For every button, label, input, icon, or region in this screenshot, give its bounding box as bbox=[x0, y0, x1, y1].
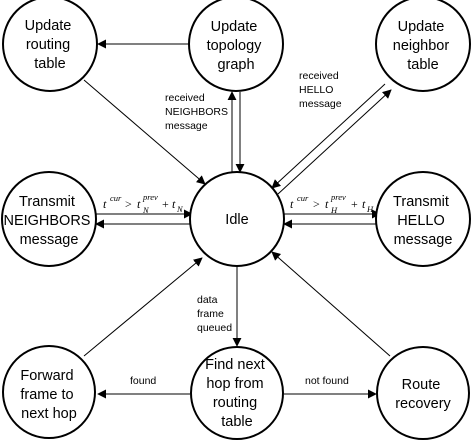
svg-text:Update topology: Update topology graph bbox=[207, 19, 266, 73]
svg-text:Transmit HELLO: Transmit HELLO message bbox=[393, 194, 453, 248]
svg-text:Forward frame to: Forward frame to next hop bbox=[20, 368, 77, 422]
edge-routing-to-idle bbox=[83, 79, 206, 185]
edge-recovery-to-idle bbox=[271, 251, 391, 357]
svg-text:+: + bbox=[351, 197, 358, 211]
svg-text:Transmit NEIGHBORS: Transmit NEIGHBORS message bbox=[3, 194, 94, 248]
svg-text:H: H bbox=[330, 205, 338, 215]
svg-text:>: > bbox=[125, 197, 132, 211]
svg-text:t: t bbox=[172, 197, 176, 211]
hello-timer-condition: t cur > t prev H + t H bbox=[290, 192, 374, 215]
svg-text:prev: prev bbox=[142, 192, 158, 202]
svg-text:Route recovery: Route recovery bbox=[395, 377, 451, 412]
edge-neighbor-to-idle bbox=[271, 83, 386, 189]
svg-text:+: + bbox=[162, 197, 169, 211]
node-update-routing-table[interactable]: Update routing table bbox=[2, 0, 98, 92]
node-idle[interactable]: Idle bbox=[189, 171, 285, 267]
node-update-topology-graph[interactable]: Update topology graph bbox=[188, 0, 284, 92]
node-forward-frame-to-next-hop[interactable]: Forward frame to next hop bbox=[2, 345, 96, 439]
svg-text:cur: cur bbox=[110, 193, 122, 203]
svg-text:t: t bbox=[103, 197, 107, 211]
found-label: found bbox=[130, 375, 156, 387]
node-find-next-hop[interactable]: Find next hop from routing table bbox=[190, 346, 284, 440]
edges bbox=[83, 39, 392, 399]
edge-forward-to-idle bbox=[83, 257, 203, 357]
svg-text:t: t bbox=[325, 197, 329, 211]
svg-text:prev: prev bbox=[330, 192, 346, 202]
edge-labels: received NEIGHBORS message received HELL… bbox=[103, 70, 374, 387]
node-route-recovery[interactable]: Route recovery bbox=[376, 346, 470, 440]
svg-text:cur: cur bbox=[297, 193, 309, 203]
received-hello-label: received HELLO message bbox=[299, 70, 342, 110]
svg-text:Update neighbor: Update neighbor table bbox=[393, 19, 453, 73]
svg-text:H: H bbox=[366, 204, 374, 214]
svg-text:N: N bbox=[176, 204, 184, 214]
node-transmit-neighbors-message[interactable]: Transmit NEIGHBORS message bbox=[1, 171, 97, 267]
svg-text:t: t bbox=[362, 197, 366, 211]
edge-idle-to-neighbor bbox=[277, 89, 392, 195]
svg-text:N: N bbox=[142, 205, 150, 215]
received-neighbors-label: received NEIGHBORS message bbox=[165, 92, 231, 132]
node-update-neighbor-table[interactable]: Update neighbor table bbox=[375, 0, 471, 92]
svg-text:>: > bbox=[313, 197, 320, 211]
data-frame-queued-label: data frame queued bbox=[197, 294, 232, 334]
svg-text:t: t bbox=[137, 197, 141, 211]
svg-text:Update routing: Update routing table bbox=[25, 18, 76, 72]
svg-text:t: t bbox=[290, 197, 294, 211]
neighbors-timer-condition: t cur > t prev N + t N bbox=[103, 192, 184, 215]
node-transmit-hello-message[interactable]: Transmit HELLO message bbox=[375, 171, 471, 267]
svg-text:Idle: Idle bbox=[225, 212, 248, 228]
svg-text:Find next hop from: Find next hop from routing table bbox=[205, 357, 269, 430]
not-found-label: not found bbox=[305, 375, 349, 387]
